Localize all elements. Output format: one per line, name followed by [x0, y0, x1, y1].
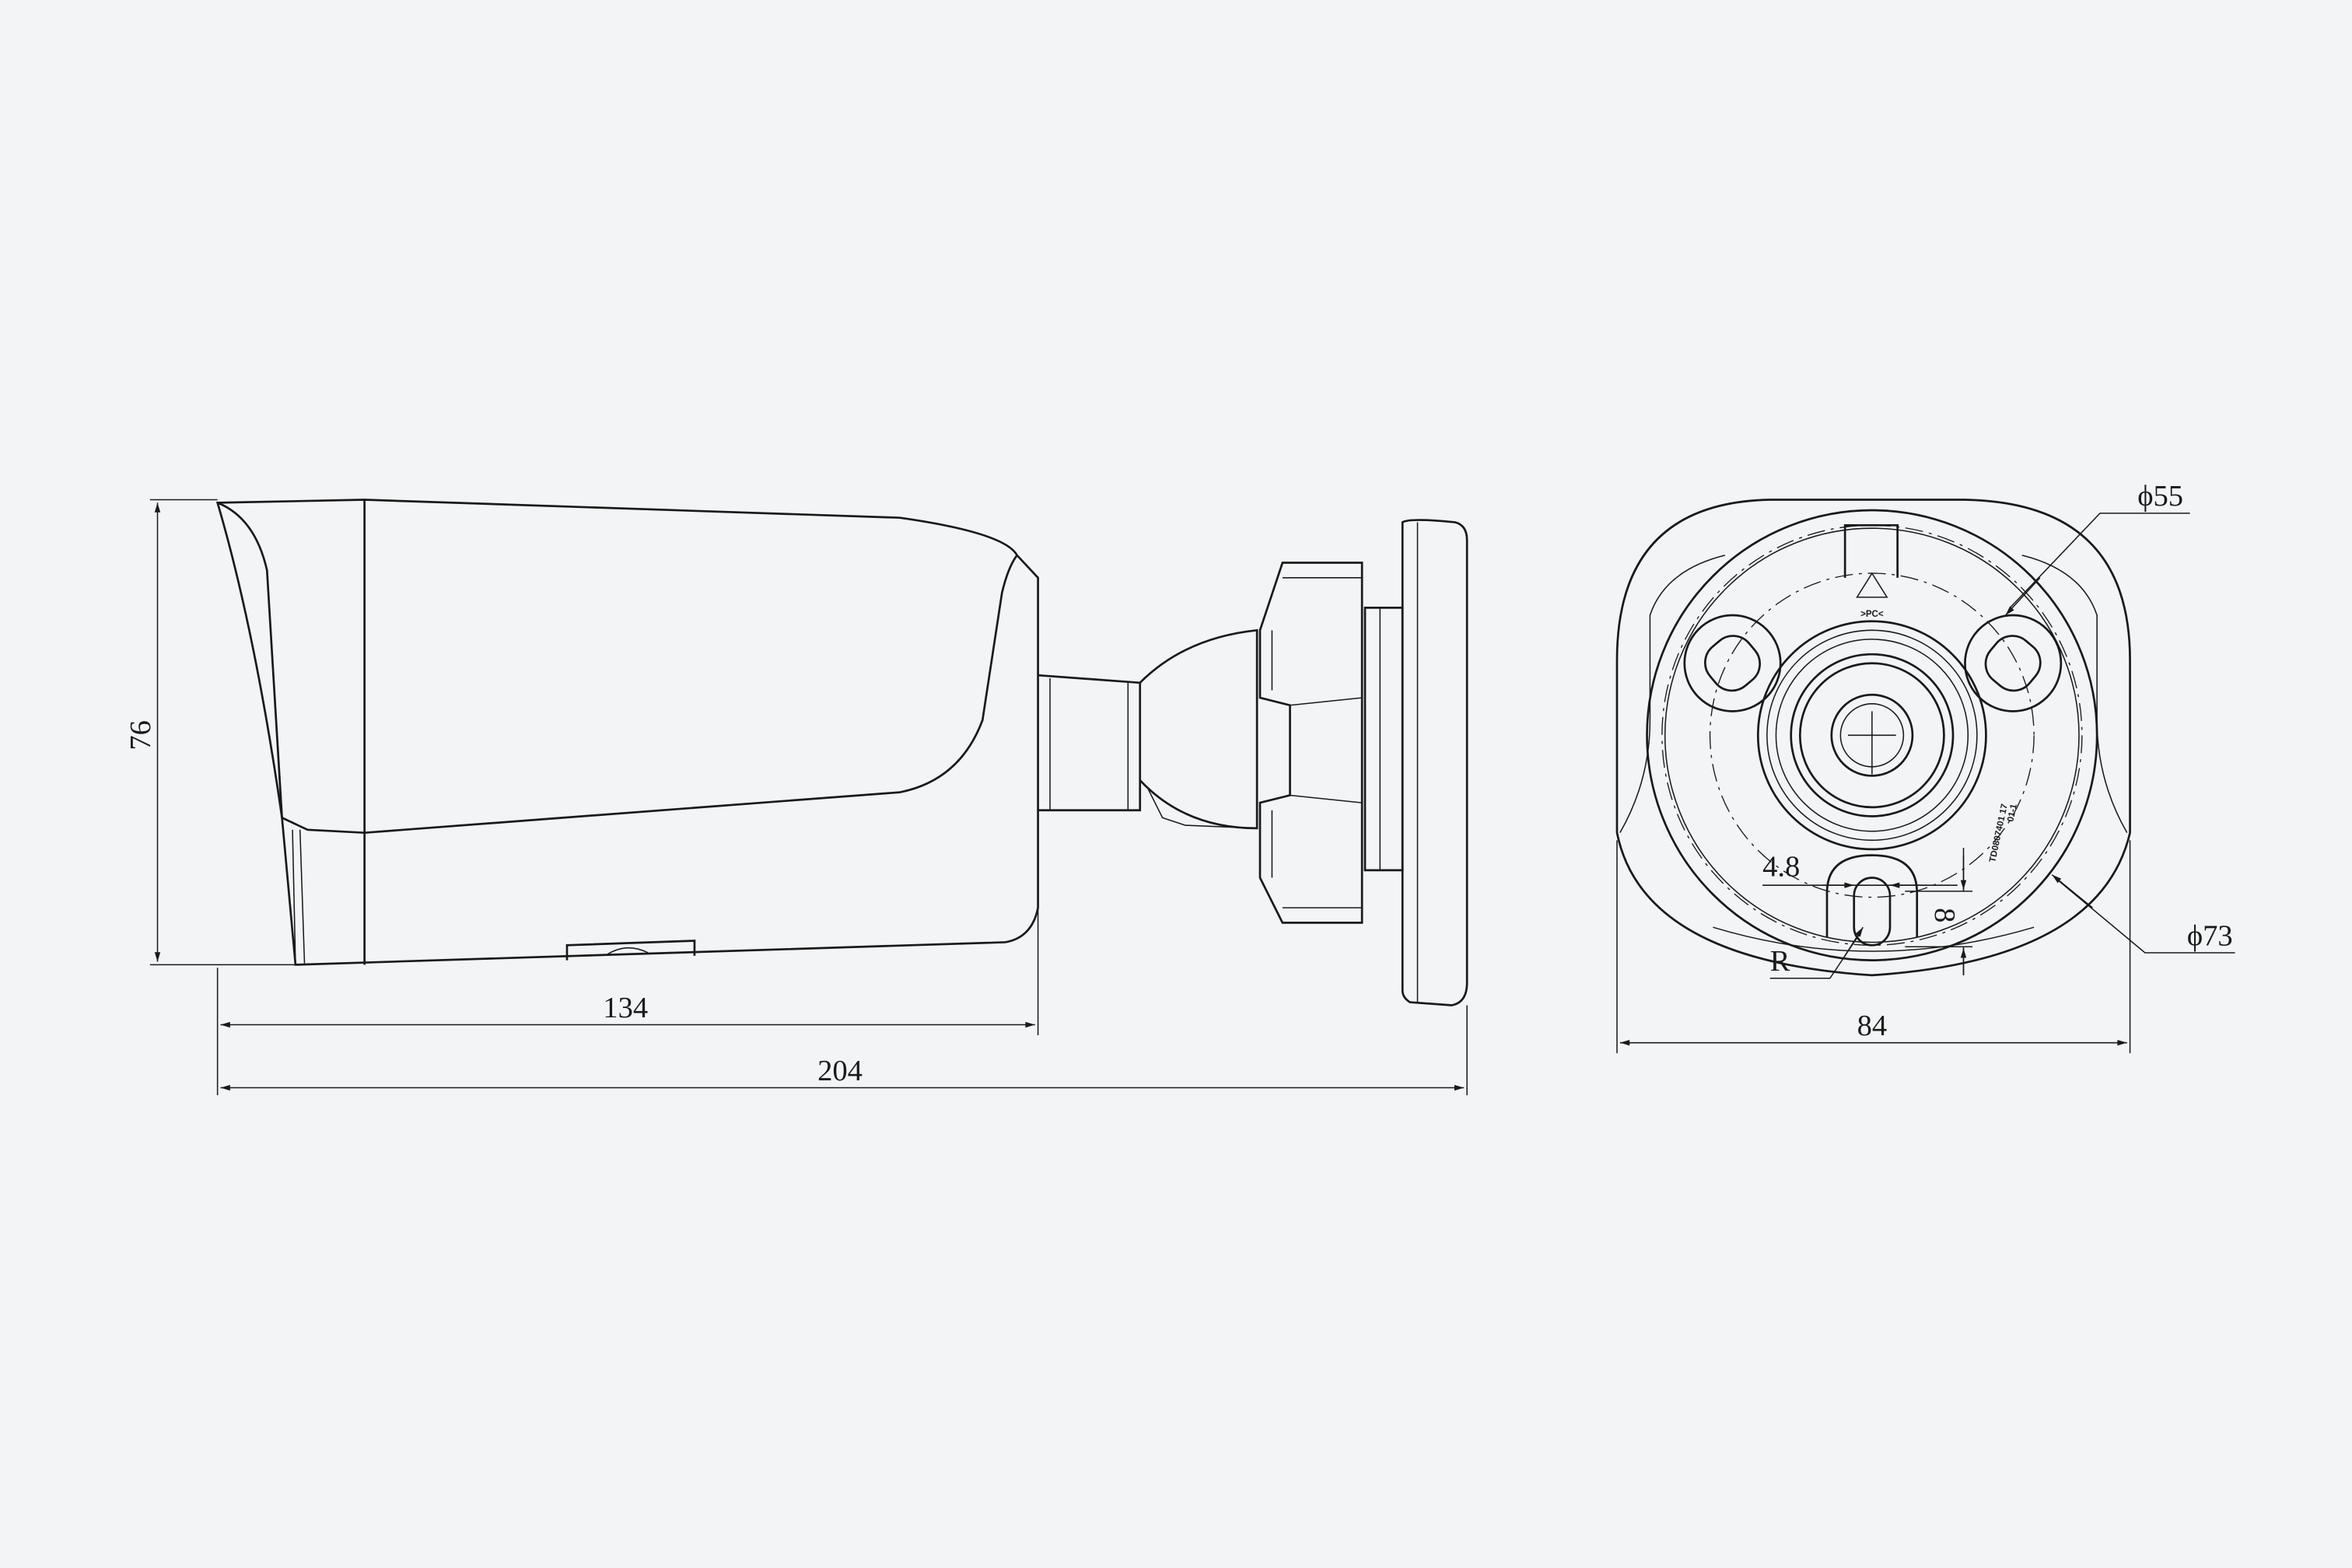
- dimension-width: 84: [1616, 840, 2131, 1054]
- side-view: 76 134 204: [124, 499, 1468, 1096]
- bracket-nut: [1258, 562, 1404, 924]
- dimension-height-label: 76: [124, 720, 157, 751]
- dimension-inner-diameter-label: ϕ55: [2137, 480, 2183, 513]
- dimension-total-length: 204: [220, 1055, 1465, 1091]
- dimension-slot-width-label: 4.8: [1762, 851, 1800, 884]
- dimension-outer-diameter: ϕ73: [2051, 874, 2235, 954]
- cable-slot: [1825, 854, 1919, 947]
- mounting-hole-left: [1683, 614, 1782, 712]
- dimension-slot-width: 4.8: [1762, 851, 1958, 888]
- outer-diameter-circle: [1661, 524, 2083, 946]
- mounting-hole-right: [1964, 614, 2063, 712]
- recycle-icon: >PC<: [1856, 572, 1888, 619]
- mount-plate: [1401, 519, 1468, 1006]
- camera-body: [215, 499, 1039, 966]
- part-code: TD0807401 17: [1988, 803, 2010, 863]
- bracket-arm: [1038, 628, 1258, 830]
- dimension-radius-label: R: [1770, 945, 1790, 978]
- material-mark: >PC<: [1860, 610, 1884, 619]
- dimension-inner-diameter: ϕ55: [2004, 480, 2190, 616]
- front-view: >PC< TD0807401 17 01-1: [1615, 480, 2235, 1054]
- dimension-width-label: 84: [1857, 1010, 1888, 1042]
- dimension-slot-length: 8: [1905, 847, 1973, 975]
- part-rev: 01-1: [2006, 803, 2019, 823]
- dimension-outer-diameter-label: ϕ73: [2187, 919, 2233, 952]
- housing-outline: [1615, 499, 2131, 977]
- dimension-height: 76: [124, 499, 296, 966]
- dimension-total-length-label: 204: [817, 1055, 863, 1087]
- dimension-radius: R: [1769, 926, 1864, 979]
- lens-assembly: [1756, 620, 1987, 851]
- dimension-body-length: 134: [216, 908, 1468, 1096]
- dimension-body-length-label: 134: [603, 992, 648, 1024]
- dimension-slot-length-label: 8: [1928, 908, 1961, 922]
